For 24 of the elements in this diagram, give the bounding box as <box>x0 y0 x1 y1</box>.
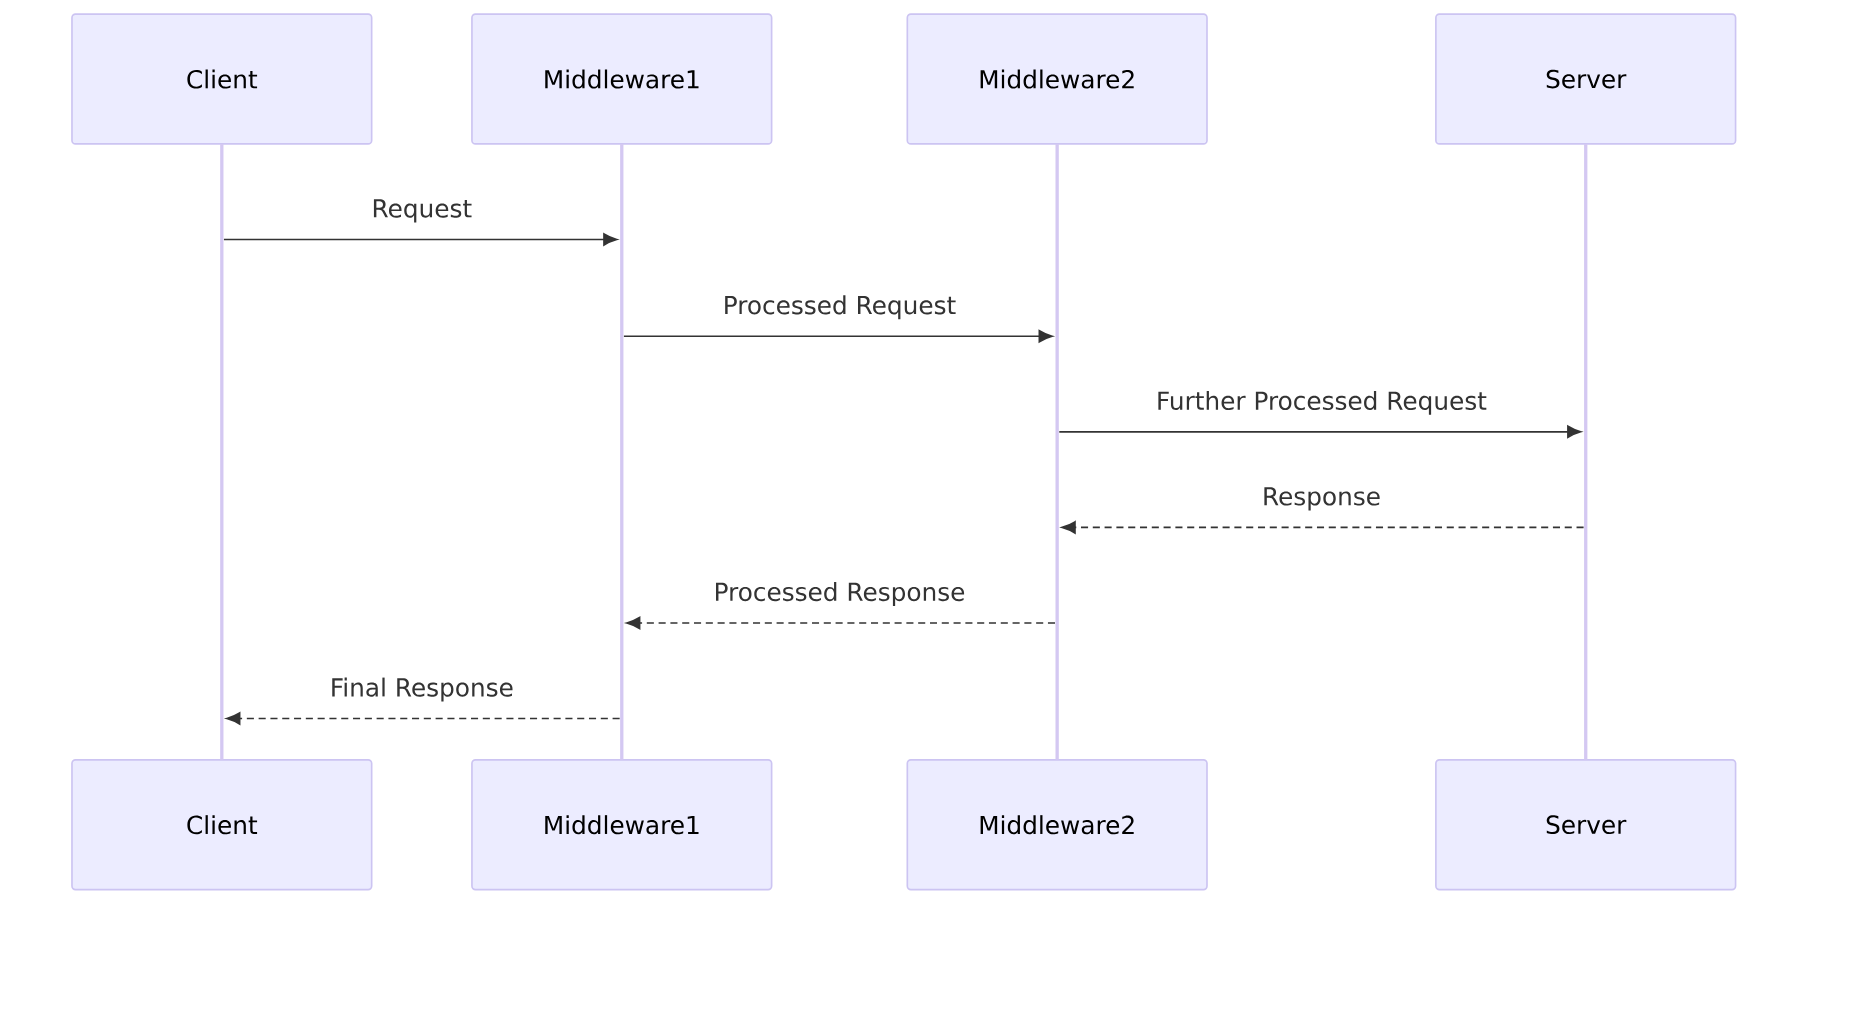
message-arrow <box>1061 520 1585 534</box>
lifeline <box>620 143 624 760</box>
message-arrow <box>623 329 1053 343</box>
message-arrow <box>626 616 1056 630</box>
participant-box: Server <box>1435 13 1737 145</box>
lifeline <box>1584 143 1588 760</box>
message-label: Final Response <box>332 677 513 702</box>
lifeline <box>220 143 224 760</box>
participant-box: Client <box>71 13 373 145</box>
message-arrow <box>226 712 621 725</box>
participant-box: Middleware2 <box>906 758 1208 891</box>
message-arrow <box>223 233 618 246</box>
participant-box: Server <box>1435 758 1737 891</box>
message-label: Response <box>1264 487 1380 511</box>
participant-box: Middleware2 <box>906 13 1208 145</box>
participant-box: Middleware1 <box>471 758 773 891</box>
message-label: Request <box>373 199 472 223</box>
participant-box: Middleware1 <box>471 13 773 145</box>
message-label: Further Processed Request <box>1158 390 1487 415</box>
message-arrow <box>1058 425 1582 439</box>
lifeline <box>1055 143 1059 760</box>
participant-box: Client <box>71 758 373 891</box>
message-label: Processed Request <box>725 295 956 320</box>
message-label: Processed Response <box>716 581 965 606</box>
